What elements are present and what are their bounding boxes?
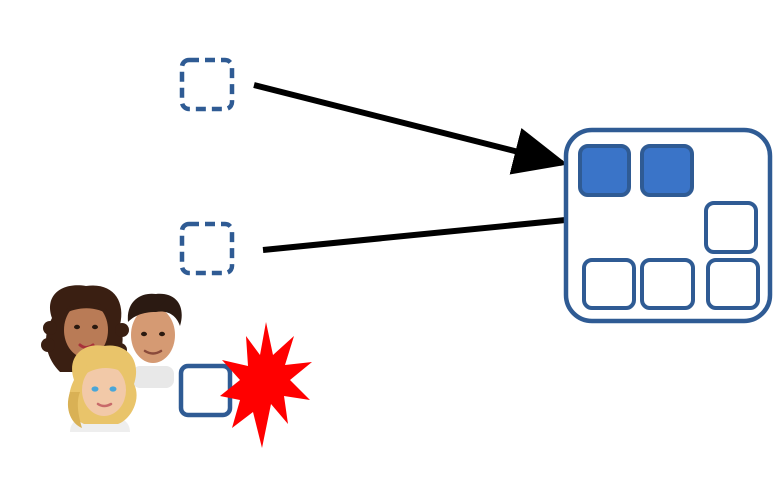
empty-slot-4 [706,258,760,310]
filled-slot-1 [578,144,631,197]
slot-group [563,127,773,324]
avatar-woman-blonde [67,345,137,432]
filled-slot-2 [640,144,694,197]
arrow-top-to-group [253,82,568,175]
empty-slot-2 [582,258,636,310]
empty-slot-3 [640,258,695,310]
empty-slot-1 [704,201,758,254]
avatar-man [127,293,182,388]
people-avatars-icon [41,285,182,432]
explosion-burst-icon [220,322,312,448]
pending-slot-middle [179,221,235,276]
pending-slot-top [179,57,235,112]
contested-slot [178,363,233,418]
